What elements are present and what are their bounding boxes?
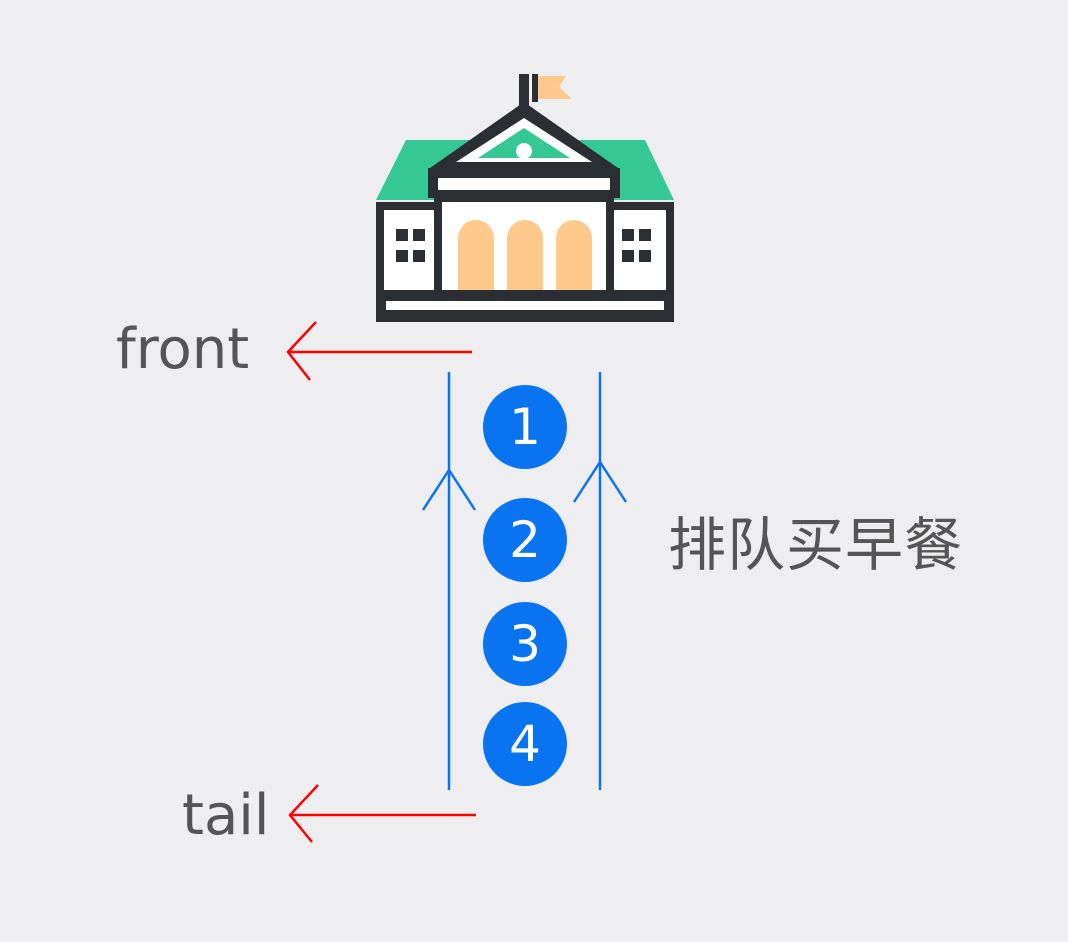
flag-icon — [536, 76, 572, 99]
pediment-oculus — [516, 143, 532, 159]
base-stripe — [386, 301, 664, 310]
school-building-icon — [376, 74, 674, 322]
queue-item-3: 3 — [483, 602, 567, 686]
tail-label: tail — [182, 783, 270, 848]
queue-caption: 排队买早餐 — [668, 511, 964, 579]
front-label: front — [116, 317, 250, 382]
flag-pole — [519, 74, 529, 106]
arched-doors — [458, 220, 592, 292]
tail-arrowhead — [288, 784, 319, 843]
front-arrowhead — [286, 321, 317, 381]
queue-lanes — [421, 372, 628, 790]
left-window — [396, 229, 425, 262]
right-window — [622, 229, 651, 262]
left-wing — [376, 202, 446, 300]
right-lane-arrowhead — [572, 459, 628, 503]
flag-mast — [532, 74, 538, 102]
entablature-band — [438, 178, 610, 190]
queue-item-4: 4 — [483, 702, 567, 786]
queue-item-2: 2 — [483, 498, 567, 582]
left-lane-arrowhead — [421, 467, 477, 511]
pointer-arrows — [286, 321, 476, 843]
queue-item-1: 1 — [483, 385, 567, 469]
